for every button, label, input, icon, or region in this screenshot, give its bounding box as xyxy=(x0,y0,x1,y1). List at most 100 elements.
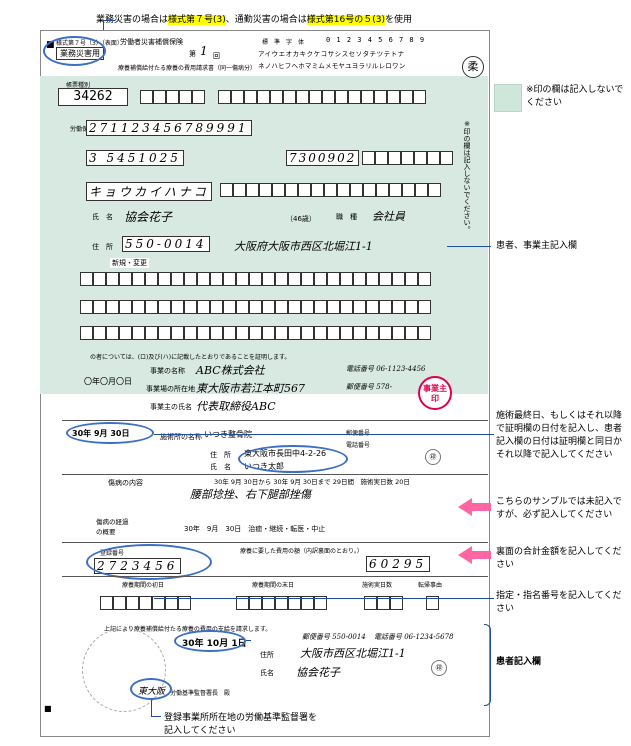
connector-reg xyxy=(154,598,494,599)
period-to-boxes xyxy=(236,596,327,610)
reason-box xyxy=(426,596,439,610)
clinic-info-ellipse xyxy=(238,445,348,473)
employer-date-blank: 〇年〇月〇日 xyxy=(84,377,132,386)
standard-digits: 0 1 2 3 4 5 6 7 8 9 xyxy=(326,36,426,44)
connector-dates-a xyxy=(154,434,494,435)
top-note-connector xyxy=(103,20,104,30)
vertical-note: ※印の欄は記入しないでください。 xyxy=(463,120,471,233)
bottom-bullet-mark: ■ xyxy=(44,704,52,713)
legend-swatch xyxy=(494,84,522,112)
name-kana-value: キョウカイハナコ xyxy=(86,182,212,201)
shaded-row-c xyxy=(80,326,431,340)
claimant-seal: ㊞ xyxy=(431,660,447,676)
employer-seal: 事業主印 xyxy=(418,376,452,410)
branch-no-value: 7300902 xyxy=(286,150,360,166)
period-from-label: 療養期間の初日 xyxy=(122,582,165,589)
form-code-label: 帳票種別 xyxy=(66,82,91,89)
connector-patient xyxy=(447,246,491,247)
patient-name-label: 氏 名 xyxy=(92,213,113,221)
top-note-prefix: 業務災害の場合は xyxy=(96,15,169,25)
patient-address-label: 住 所 xyxy=(92,243,113,251)
shaded-row-b xyxy=(80,300,431,314)
registration-ellipse xyxy=(86,544,212,580)
insurance-no-value: 271123456789991 xyxy=(86,120,252,136)
form-title-top: 労働者災害補償保険 xyxy=(120,38,183,46)
cert-line-4 xyxy=(62,576,488,577)
practitioner-seal: ㊞ xyxy=(425,449,441,465)
claimant-address-label: 住所 xyxy=(260,651,274,659)
top-note-connector-h xyxy=(103,20,115,21)
claimant-name: 協会花子 xyxy=(296,666,340,679)
shaded-code-boxes-2 xyxy=(218,90,426,104)
cert-line-2 xyxy=(62,474,488,475)
reason-label: 転帰事由 xyxy=(418,582,443,589)
legend-note: ※印の欄は記入しないでください xyxy=(526,85,624,108)
patient-address-value: 大阪府大阪市西区北堀江1-1 xyxy=(234,240,373,253)
blank-boxes-row xyxy=(362,151,453,165)
arrow-sample-body xyxy=(471,503,491,511)
top-note-suffix: を使用 xyxy=(384,15,412,25)
injury-value: 腰部捻挫、右下腿部挫傷 xyxy=(190,488,311,501)
days-boxes xyxy=(364,596,403,610)
total-label: 療養に要した費用の額（内訳裏面のとおり。） xyxy=(240,548,363,555)
claimant-address: 大阪市西区北堀江1-1 xyxy=(300,647,406,660)
job-label: 職 種 xyxy=(336,213,357,221)
top-note-form-work: 様式第７号(3) xyxy=(168,15,226,25)
kana-row-1: アイウエオカキクケコサシスセソタチツテトナ xyxy=(258,50,405,58)
job-value: 会社員 xyxy=(372,210,405,223)
bureau-note: 登録事業所所在地の労働基準監督署を記入してください xyxy=(164,713,318,736)
employer-name-label: 事業の名称 xyxy=(150,367,185,375)
kana-row-2: ネノハヒフヘホマミムメモヤユヨラリルレロワン xyxy=(258,62,406,70)
bureau-ellipse xyxy=(130,678,172,700)
claim-date-ellipse xyxy=(174,630,246,652)
connector-bureau-v xyxy=(151,700,152,716)
claimant-name-label: 氏名 xyxy=(260,669,274,677)
claim-note: 上記により療養補償給付たる療養の費用の支給を請求します。 xyxy=(104,626,272,633)
bureau-suffix: 労働基準監督署長 殿 xyxy=(170,690,231,697)
period-from-boxes xyxy=(100,596,191,610)
employer-rep: 代表取締役ABC xyxy=(196,400,276,413)
clinic-zip-label: 郵便番号 xyxy=(346,428,370,437)
connector-bureau-h xyxy=(151,716,161,717)
employer-address-label: 事業場の所在地 xyxy=(146,385,195,393)
total-note: 裏面の合計金額を記入してください xyxy=(496,547,622,570)
form-code-value: 34262 xyxy=(58,88,128,106)
total-amount: 60295 xyxy=(366,556,431,572)
judo-seal-mark: 柔 xyxy=(462,56,484,78)
top-note: 業務災害の場合は様式第７号(3)、通勤災害の場合は様式第16号の５(3)を使用 xyxy=(96,12,412,25)
dates-note: 施術最終日、もしくはそれ以降で証明欄の日付を記入し、患者記入欄の日付は証明欄と同… xyxy=(496,411,623,460)
employer-statement: の者については、(ロ)及び(ハ)に記載したとおりであることを証明します。 xyxy=(90,354,291,361)
shaded-row-a xyxy=(80,272,431,286)
arrow-sample-icon xyxy=(458,498,472,516)
clinic-name-label: 施術所の名称 xyxy=(160,433,202,441)
sample-note: こちらのサンプルでは未記入ですが、必ず記入してください xyxy=(496,497,622,520)
patient-fill-bracket xyxy=(484,624,491,706)
injury-label: 傷病の内容 xyxy=(108,479,143,487)
claimant-zip: 郵便番号 550-0014 xyxy=(302,633,366,641)
employer-address: 東大阪市若江本町567 xyxy=(196,382,305,395)
employer-rep-label: 事業主の氏名 xyxy=(150,403,192,411)
practitioner-label: 氏 名 xyxy=(210,463,231,471)
account-no-value: 3 5451025 xyxy=(86,150,184,166)
course-value: 30年 9月 30日 治癒・継続・転医・中止 xyxy=(184,525,326,533)
top-note-form-commute: 様式第16号の５(3) xyxy=(306,15,385,25)
cert-date-ellipse xyxy=(66,422,154,444)
connector-dates-b xyxy=(246,640,251,641)
form-title-sub: 療養補償給付たる療養の費用請求書（同一傷病分） xyxy=(118,65,257,72)
kana-blank-boxes xyxy=(220,183,441,197)
treatment-period: 30年 9月 30日から 30年 9月 30日まで 29日間 施術実日数 20日 xyxy=(214,478,410,486)
employer-name: ABC株式会社 xyxy=(196,364,265,377)
sheet-number: 1 xyxy=(200,44,208,58)
cert-line-3 xyxy=(62,542,488,543)
kana-standard-label: 標 準 字 体 xyxy=(262,39,305,46)
patient-fill-note: 患者記入欄 xyxy=(496,657,542,667)
patient-zip: 550-0014 xyxy=(122,236,210,252)
patient-employer-note: 患者、事業主記入欄 xyxy=(496,241,578,251)
course-label: 傷病の経過の概要 xyxy=(96,518,129,536)
top-note-middle: 、通勤災害の場合は xyxy=(225,15,307,25)
sheet-label: 第 xyxy=(189,50,196,58)
receipt-stamp-circle xyxy=(82,628,166,712)
registration-note: 指定・指名番号を記入してください xyxy=(496,591,622,614)
shaded-code-boxes xyxy=(140,90,205,104)
arrow-total-body xyxy=(471,551,491,559)
